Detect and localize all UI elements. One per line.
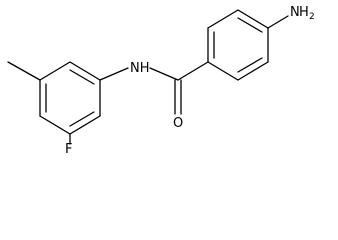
double-bond-ringA-2 <box>69 111 95 127</box>
fluorine-label: F <box>65 142 72 156</box>
double-bond-ringB-3 <box>237 57 263 73</box>
amine-hydrogen-label: H <box>299 5 309 20</box>
bond-ringB-5 <box>237 61 269 81</box>
nitrogen-to-carbonyl-bond <box>149 67 179 81</box>
amine-subscript-label: 2 <box>309 12 315 22</box>
methyl-bond <box>7 61 41 81</box>
fluoro-methyl-phenyl-ring <box>39 61 101 135</box>
molecule-canvas: NH O F N H 2 <box>7 5 315 156</box>
bond-ringB-3 <box>237 9 269 29</box>
bond-ringA-6 <box>39 61 71 81</box>
bond-ringA-3 <box>69 115 101 135</box>
carbonyl-to-ring-bond <box>177 61 209 81</box>
bond-ringB-2 <box>207 9 239 29</box>
ring-to-nitrogen-bond <box>99 67 129 81</box>
amine-group-label: N H 2 <box>290 5 315 22</box>
amide-nitrogen-label: NH <box>130 61 150 76</box>
double-bond-ringB-2 <box>237 17 263 33</box>
aminophenyl-ring <box>207 9 269 81</box>
double-bond-ringA-1 <box>69 69 95 85</box>
bond-ringA-4 <box>39 115 71 135</box>
amine-nitrogen-label: N <box>290 5 300 20</box>
bond-ringA-1 <box>69 61 101 81</box>
amine-bond <box>267 15 289 29</box>
carbonyl-oxygen-label: O <box>173 116 183 131</box>
bond-ringB-6 <box>207 61 239 81</box>
chemical-structure-diagram: NH O F N H 2 <box>7 5 315 156</box>
